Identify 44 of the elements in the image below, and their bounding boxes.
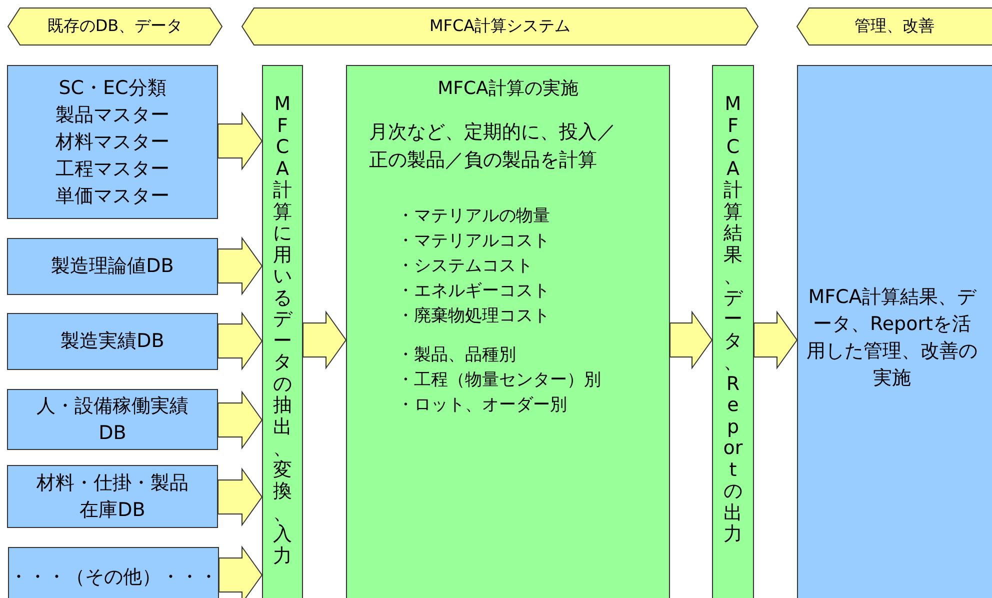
database-box: [7, 238, 218, 295]
process-box: [346, 65, 670, 598]
banner-label: 既存のDB、データ: [47, 16, 183, 37]
section-banner: [8, 8, 222, 45]
bullet-item: ・マテリアルの物量: [397, 205, 551, 228]
box-description: 月次など、定期的に、投入／正の製品／負の製品を計算: [369, 120, 617, 173]
block-arrow: [218, 390, 263, 450]
bullet-item: ・工程（物量センター）別: [397, 369, 602, 392]
database-box: [7, 465, 218, 528]
vertical-label: MFCA計算結果、データ、Reportの出力: [722, 94, 744, 546]
section-banner: [242, 8, 758, 45]
outcome-box: [797, 65, 992, 598]
box-heading: MFCA計算の実施: [436, 77, 580, 100]
box-label: SC・EC分類製品マスター材料マスター工程マスター単価マスター: [54, 76, 170, 208]
section-banner: [797, 8, 992, 45]
process-bar: [262, 65, 303, 598]
database-box: [7, 313, 218, 370]
block-arrow: [218, 467, 263, 527]
block-arrow: [218, 111, 263, 171]
banner-label: 管理、改善: [854, 16, 934, 37]
block-arrow: [670, 310, 713, 370]
box-label: MFCA計算結果、データ、Reportを活用した管理、改善の実施: [805, 284, 978, 390]
bullet-item: ・エネルギーコスト: [397, 280, 551, 303]
process-bar: [712, 65, 754, 598]
box-label: 人・設備稼働実績DB: [36, 394, 190, 446]
block-arrow: [302, 310, 347, 370]
bullet-item: ・マテリアルコスト: [397, 230, 551, 253]
box-label: ・・・（その他）・・・: [9, 564, 218, 590]
bullet-item: ・システムコスト: [397, 255, 534, 278]
database-box: [8, 547, 219, 598]
box-label: 材料・仕掛・製品在庫DB: [36, 470, 190, 522]
database-box: [7, 389, 218, 450]
block-arrow: [218, 311, 263, 371]
block-arrow: [218, 545, 263, 598]
box-label: 製造実績DB: [60, 329, 164, 354]
database-box: [7, 65, 218, 219]
bullet-item: ・廃棄物処理コスト: [397, 305, 551, 328]
bullet-item: ・製品、品種別: [397, 344, 517, 367]
vertical-label: MFCA計算に用いるデータの抽出、変換、入力: [272, 94, 294, 567]
box-label: 製造理論値DB: [51, 254, 174, 279]
bullet-item: ・ロット、オーダー別: [397, 394, 568, 417]
banner-label: MFCA計算システム: [429, 16, 571, 37]
block-arrow: [218, 236, 263, 296]
block-arrow: [754, 310, 798, 370]
